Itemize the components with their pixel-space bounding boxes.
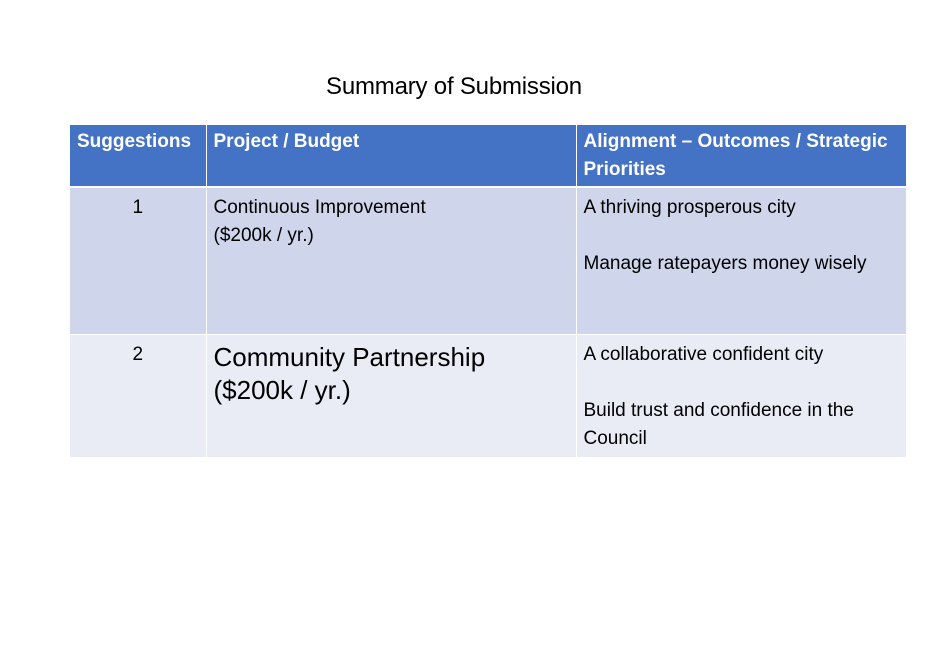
table-row: 2 Community Partnership ($200k / yr.) A … (70, 334, 906, 458)
summary-table: Suggestions Project / Budget Alignment –… (70, 125, 906, 458)
suggestion-number: 1 (70, 187, 207, 335)
project-budget-cell: Community Partnership ($200k / yr.) (206, 334, 577, 458)
suggestion-number: 2 (70, 334, 207, 458)
alignment-cell: A collaborative confident city Build tru… (576, 334, 906, 458)
header-alignment: Alignment – Outcomes / Strategic Priorit… (576, 125, 906, 188)
alignment-priority: Build trust and confidence in the Counci… (583, 399, 854, 449)
project-name: Continuous Improvement (213, 197, 426, 218)
table-header-row: Suggestions Project / Budget Alignment –… (70, 125, 906, 188)
header-suggestions: Suggestions (70, 125, 207, 188)
page-title: Summary of Submission (326, 73, 582, 100)
project-budget-cell: Continuous Improvement ($200k / yr.) (206, 187, 577, 335)
table-row: 1 Continuous Improvement ($200k / yr.) A… (70, 187, 906, 335)
alignment-outcome: A collaborative confident city (583, 343, 824, 365)
header-project-budget: Project / Budget (206, 125, 577, 188)
project-budget: ($200k / yr.) (213, 374, 351, 405)
alignment-priority: Manage ratepayers money wisely (583, 253, 867, 274)
project-name: Community Partnership (213, 341, 486, 372)
project-budget: ($200k / yr.) (213, 225, 314, 246)
alignment-outcome: A thriving prosperous city (583, 197, 796, 218)
alignment-cell: A thriving prosperous city Manage ratepa… (576, 187, 906, 335)
